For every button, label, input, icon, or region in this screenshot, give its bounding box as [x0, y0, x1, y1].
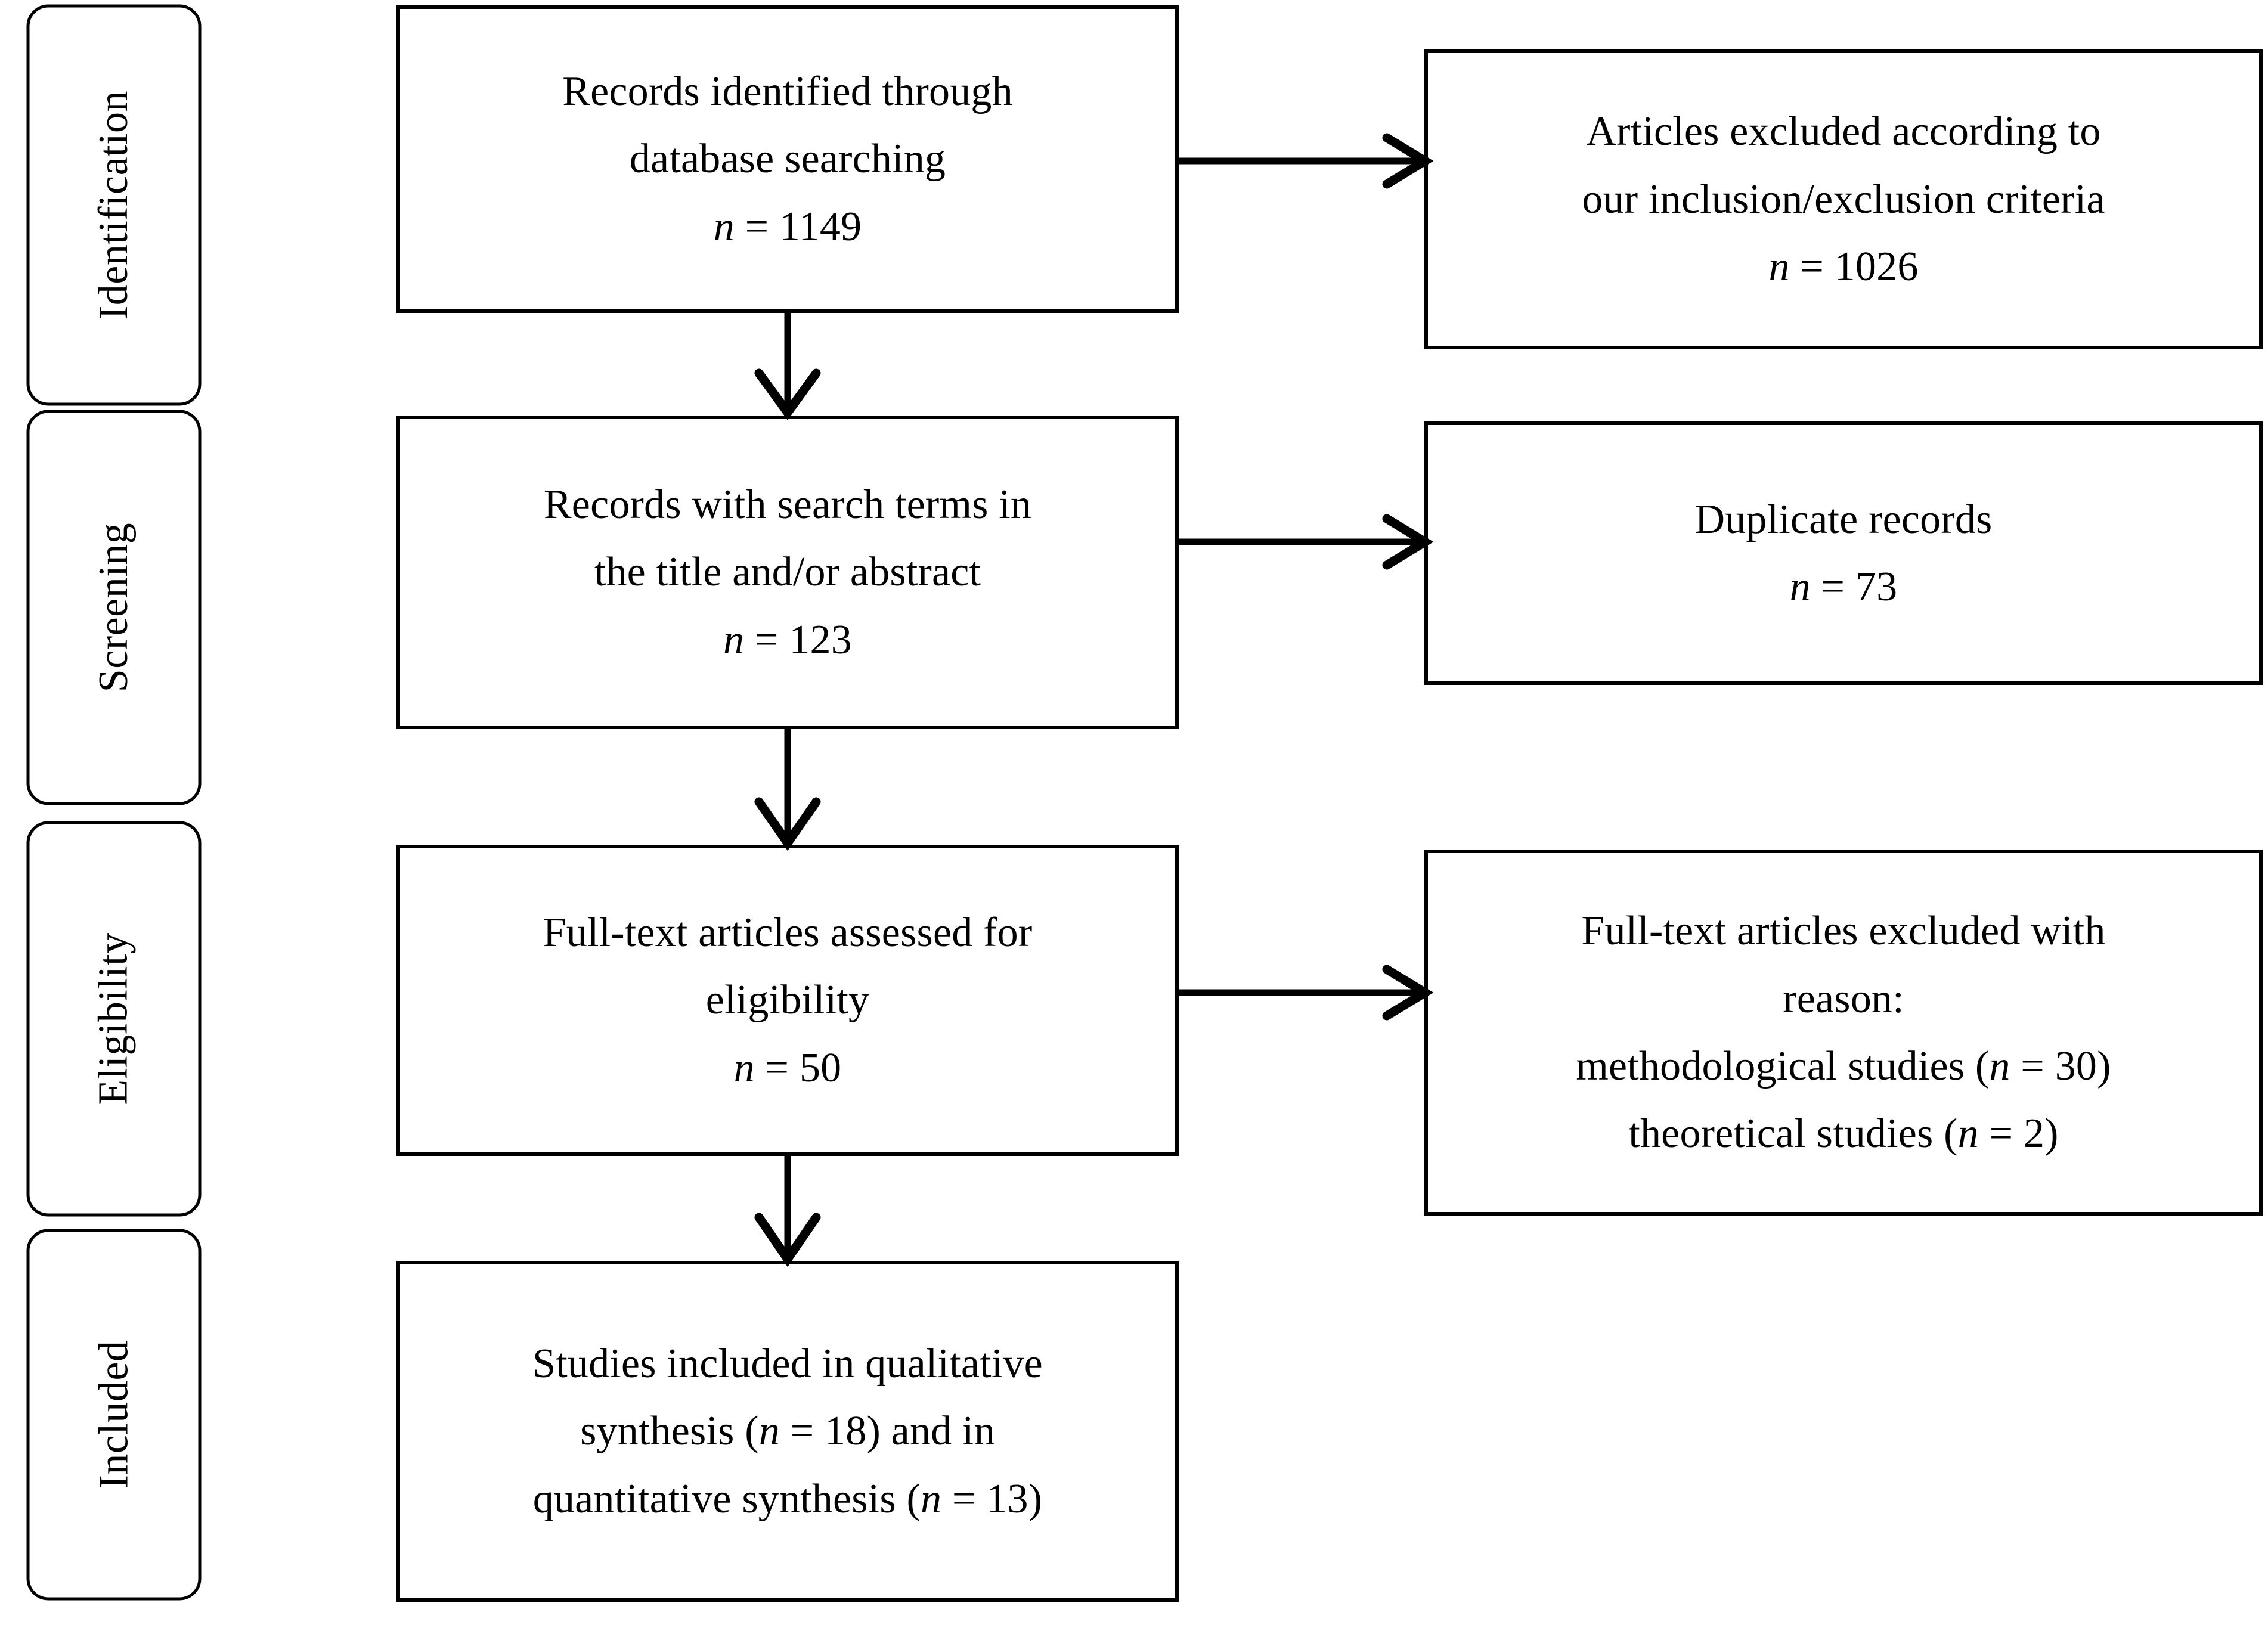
fulltext-excluded-line-2: reason:: [1783, 975, 1904, 1022]
records-identified-value: 1149: [779, 203, 862, 250]
fulltext-excluded-line-4: theoretical studies (n = 2): [1628, 1111, 2059, 1157]
n-symbol: n: [723, 616, 745, 663]
text-records-identified: Records identified through database sear…: [398, 7, 1177, 311]
stage-label-identification-text: Identification: [91, 90, 137, 320]
stage-label-identification: Identification: [28, 6, 200, 404]
stage-label-included: Included: [28, 1230, 200, 1599]
records-search-terms-count: n = 123: [723, 616, 852, 663]
n-symbol: n: [1789, 564, 1811, 610]
duplicate-records-value: 73: [1855, 564, 1898, 610]
fulltext-excluded-line-3: methodological studies (n = 30): [1576, 1043, 2111, 1089]
text-studies-included: Studies included in qualitative synthesi…: [398, 1263, 1177, 1600]
articles-excluded-count: n = 1026: [1768, 244, 1919, 290]
fulltext-assessed-line-1: Full-text articles assessed for: [543, 909, 1033, 956]
articles-excluded-value: 1026: [1834, 244, 1919, 290]
stage-tab-identification: [26, 4, 202, 406]
stage-label-eligibility-text: Eligibility: [91, 932, 137, 1105]
n-symbol: n: [921, 1475, 942, 1522]
studies-included-line-1: Studies included in qualitative: [532, 1340, 1043, 1387]
stage-label-screening: Screening: [28, 411, 200, 804]
n-symbol: n: [1989, 1043, 2010, 1089]
box-fulltext-excluded-reason: [1424, 850, 2263, 1216]
duplicate-records-line-1: Duplicate records: [1694, 496, 1993, 542]
box-duplicate-records: [1424, 421, 2263, 685]
theoretical-count: 2: [2023, 1111, 2045, 1157]
text-records-search-terms: Records with search terms in the title a…: [398, 417, 1177, 727]
n-symbol: n: [733, 1044, 755, 1091]
text-fulltext-excluded-reason: Full-text articles excluded with reason:…: [1426, 851, 2261, 1214]
quantitative-count: 13: [986, 1475, 1028, 1522]
connector-eligibility-to-excluded: [1179, 965, 1434, 1021]
records-search-terms-line-2: the title and/or abstract: [594, 549, 981, 596]
n-symbol: n: [713, 203, 735, 250]
connector-identified-to-excluded: [1179, 133, 1434, 189]
n-symbol: n: [1957, 1111, 1979, 1157]
records-identified-line-1: Records identified through: [562, 68, 1013, 114]
n-symbol: n: [1768, 244, 1790, 290]
fulltext-assessed-count: n = 50: [733, 1044, 842, 1091]
qualitative-count: 18: [825, 1408, 867, 1455]
stage-label-screening-text: Screening: [91, 522, 137, 693]
articles-excluded-line-1: Articles excluded according to: [1586, 108, 2101, 155]
records-identified-count: n = 1149: [713, 203, 862, 250]
records-search-terms-line-1: Records with search terms in: [543, 481, 1032, 528]
stage-tab-eligibility: [26, 821, 202, 1217]
connector-screening-to-duplicates: [1179, 514, 1434, 570]
text-duplicate-records: Duplicate records n = 73: [1426, 423, 2261, 683]
connector-eligibility-to-included: [754, 1154, 821, 1267]
fulltext-assessed-value: 50: [799, 1044, 842, 1091]
connector-screening-to-eligibility: [754, 727, 821, 851]
text-fulltext-assessed: Full-text articles assessed for eligibil…: [398, 847, 1177, 1154]
stage-label-included-text: Included: [91, 1340, 137, 1489]
box-records-search-terms: [396, 416, 1179, 729]
connector-identified-to-screening: [754, 311, 821, 420]
box-records-identified: [396, 5, 1179, 313]
records-search-terms-value: 123: [789, 616, 852, 663]
stage-tab-included: [26, 1229, 202, 1601]
stage-label-eligibility: Eligibility: [28, 823, 200, 1215]
stage-tab-screening: [26, 410, 202, 805]
duplicate-records-count: n = 73: [1789, 564, 1898, 610]
text-articles-excluded-criteria: Articles excluded according to our inclu…: [1426, 51, 2261, 348]
studies-included-line-3: quantitative synthesis (n = 13): [532, 1475, 1043, 1522]
fulltext-excluded-line-1: Full-text articles excluded with: [1581, 908, 2106, 954]
box-articles-excluded-criteria: [1424, 49, 2263, 349]
n-symbol: n: [758, 1408, 780, 1455]
fulltext-assessed-line-2: eligibility: [705, 977, 870, 1024]
methodological-count: 30: [2055, 1043, 2097, 1089]
articles-excluded-line-2: our inclusion/exclusion criteria: [1582, 176, 2105, 222]
records-identified-line-2: database searching: [629, 136, 946, 182]
studies-included-line-2: synthesis (n = 18) and in: [580, 1408, 995, 1455]
